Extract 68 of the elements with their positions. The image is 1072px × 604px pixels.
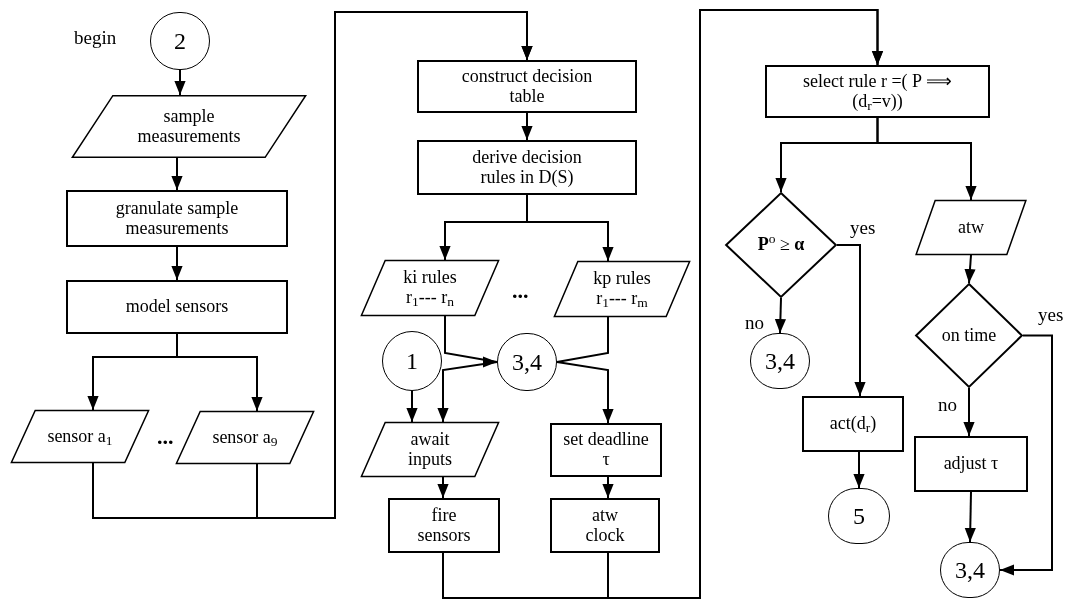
node-label: 3,4	[764, 347, 796, 375]
process-box	[66, 280, 288, 334]
io-parallelogram	[553, 261, 691, 317]
flow-arrow	[556, 361, 614, 424]
node-label: await inputs	[407, 429, 453, 470]
node-label: 1	[405, 347, 419, 375]
flow-arrow	[999, 334, 1053, 576]
io-parallelogram	[70, 95, 308, 158]
ellipsis-label: ...	[157, 426, 174, 448]
node-label: P$^{o}$ ≥ α	[756, 235, 806, 255]
node-label: derive decision rules in D(S)	[471, 147, 583, 188]
flow-arrow	[602, 476, 614, 499]
node-label: granulate sample measurements	[114, 198, 240, 239]
flow-arrow	[836, 244, 866, 397]
node-label: act(d$_{r}$)	[828, 414, 878, 434]
flow-arrow	[256, 11, 533, 519]
process-box	[765, 65, 990, 118]
node-label: 3,4	[954, 556, 986, 584]
process-box	[802, 396, 904, 452]
flow-arrow	[964, 491, 976, 543]
flow-arrow	[963, 387, 975, 437]
node-label: sensor a$_{9}$	[211, 427, 279, 448]
node-label: sample measurements	[136, 106, 242, 147]
node-label: select rule r =( P ⟹ (d$_{r}$=v))	[802, 71, 953, 112]
process-box	[417, 140, 637, 195]
node-label: construct decision table	[460, 66, 594, 107]
node-label: 3,4	[511, 348, 543, 376]
flow-arrow	[437, 476, 449, 499]
node-label: sensor a$_{1}$	[46, 426, 114, 447]
io-parallelogram	[360, 422, 500, 477]
decision-diamond	[725, 192, 837, 298]
io-parallelogram	[175, 411, 315, 464]
flow-arrow	[171, 157, 183, 191]
io-parallelogram	[915, 200, 1027, 255]
flow-arrow	[171, 246, 183, 281]
decision-diamond	[915, 283, 1023, 388]
flow-arrow	[174, 69, 186, 96]
process-box	[388, 498, 500, 553]
node-label: atw	[957, 217, 985, 238]
node-label: adjust τ	[942, 454, 1000, 474]
node-label: ki rules r$_{1}$--- r$_{n}$	[402, 268, 458, 308]
process-box	[66, 190, 288, 247]
flow-arrow	[876, 117, 977, 201]
flow-arrow	[176, 333, 263, 412]
node-label: set deadline τ	[562, 430, 650, 470]
node-label: 2	[173, 27, 187, 55]
start-label: begin	[74, 28, 117, 47]
flow-arrow	[437, 361, 498, 423]
process-box	[914, 436, 1028, 492]
flow-arrow	[853, 451, 865, 489]
io-parallelogram	[10, 410, 150, 463]
process-box	[550, 423, 662, 477]
node-label: on time	[940, 325, 998, 346]
node-label: fire sensors	[416, 505, 472, 546]
node-label: 5	[852, 502, 866, 530]
ellipsis-label: ...	[512, 280, 529, 302]
flow-arrow	[964, 254, 976, 284]
flow-arrow	[774, 297, 786, 334]
node-label: model sensors	[124, 297, 230, 317]
flow-arrow	[406, 390, 418, 423]
node-label: kp rules r$_{1}$--- r$_{m}$	[592, 269, 652, 309]
flow-arrow	[607, 9, 884, 599]
io-parallelogram	[360, 260, 500, 316]
node-label: atw clock	[584, 505, 626, 546]
flow-arrow	[521, 112, 533, 141]
process-box	[417, 60, 637, 113]
flow-arrow	[526, 194, 614, 262]
process-box	[550, 498, 660, 553]
